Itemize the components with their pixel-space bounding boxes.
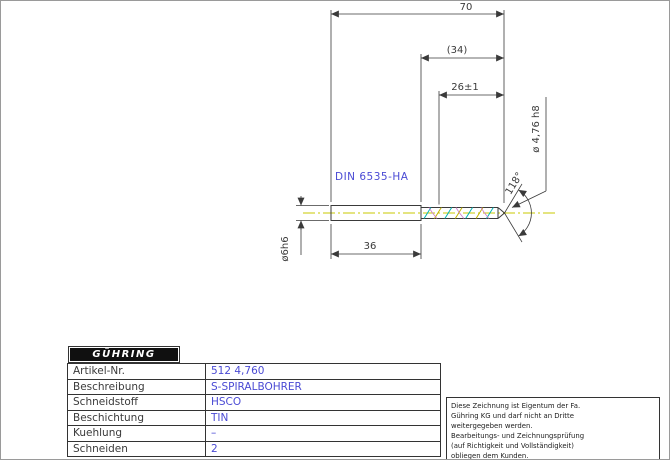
table-row: Schneidstoff HSCO — [67, 394, 441, 411]
field-label: Schneidstoff — [67, 394, 206, 411]
field-label: Artikel-Nr. — [67, 363, 206, 380]
usable-length-dimension: 26±1 — [451, 82, 479, 93]
flute-helix-lines — [423, 207, 494, 219]
field-label: Kuehlung — [67, 425, 206, 442]
field-value: – — [205, 425, 441, 442]
field-value: 512 4,760 — [205, 363, 441, 380]
field-label: Beschreibung — [67, 378, 206, 395]
table-row: Artikel-Nr. 512 4,760 — [67, 363, 441, 380]
field-value: 2 — [205, 440, 441, 457]
shank-diameter-dimension: ø6h6 — [280, 236, 291, 262]
guehring-logo-text: GÜHRING — [70, 348, 178, 361]
table-row: Beschreibung S-SPIRALBOHRER — [67, 378, 441, 395]
overall-length-dimension: 70 — [459, 2, 473, 13]
guehring-logo: GÜHRING — [68, 346, 180, 363]
field-value: TIN — [205, 409, 441, 426]
cutting-diameter-dimension: ø 4,76 h8 — [531, 105, 542, 153]
table-row: Beschichtung TIN — [67, 409, 441, 426]
disclaimer-note: Diese Zeichnung ist Eigentum der Fa. Güh… — [446, 397, 660, 459]
title-block-table: Artikel-Nr. 512 4,760 Beschreibung S-SPI… — [67, 363, 441, 457]
dimension-lines — [296, 10, 547, 259]
field-value: HSCO — [205, 394, 441, 411]
shank-length-dimension: 36 — [363, 241, 377, 252]
din-standard-label: DIN 6535-HA — [335, 171, 409, 183]
field-label: Beschichtung — [67, 409, 206, 426]
field-value: S-SPIRALBOHRER — [205, 378, 441, 395]
table-row: Kuehlung – — [67, 425, 441, 442]
drill-body-outline — [330, 205, 505, 221]
field-label: Schneiden — [67, 440, 206, 457]
flute-length-ref-dimension: (34) — [446, 45, 468, 56]
table-row: Schneiden 2 — [67, 440, 441, 457]
